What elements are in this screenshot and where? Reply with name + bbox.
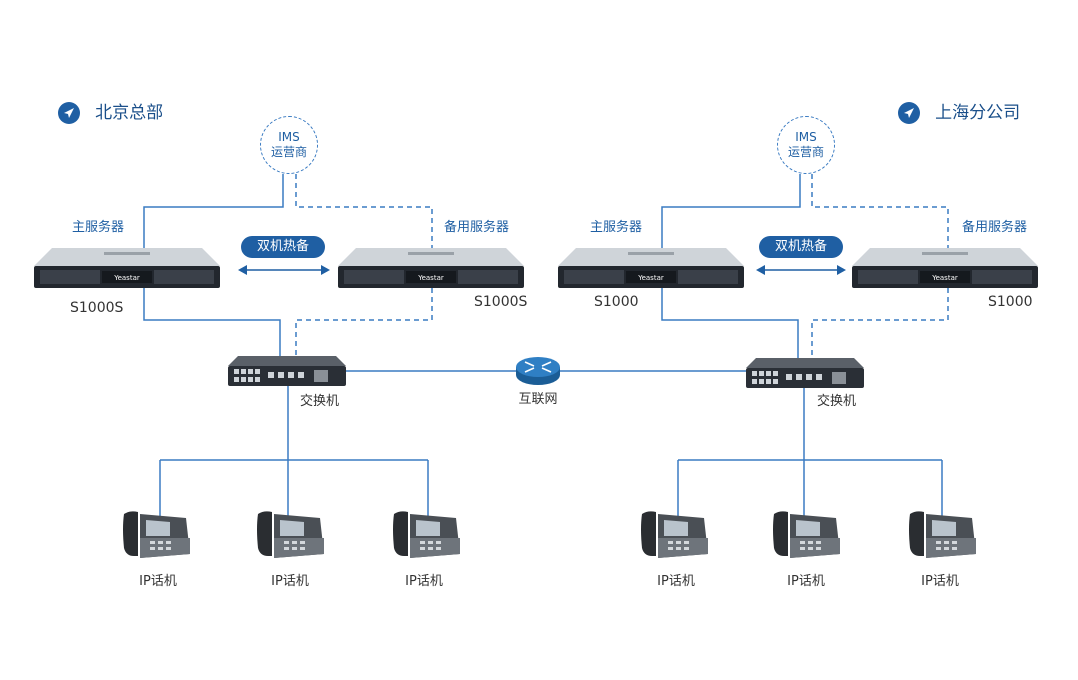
- ip-phone-label: IP话机: [405, 574, 443, 589]
- ip-phone-icon: [773, 511, 840, 558]
- hot-standby-badge: 双机热备: [241, 236, 325, 258]
- backup-switch-link: [811, 288, 949, 360]
- router-icon: [516, 357, 560, 385]
- ims-provider-node: IMS 运营商: [777, 116, 835, 174]
- network-switch: [746, 358, 864, 394]
- backup-ims-link: [811, 174, 949, 250]
- location-arrow-icon: [58, 102, 80, 124]
- ip-phone: [390, 508, 462, 564]
- internet-label: 互联网: [518, 392, 558, 407]
- backup-server-label: 备用服务器: [444, 220, 510, 235]
- ip-phone: [906, 508, 978, 564]
- rack-server-icon: Yeastar: [338, 248, 524, 288]
- server-brand: Yeastar: [637, 274, 664, 282]
- primary-server-model: S1000S: [70, 300, 124, 316]
- ip-phone-icon: [393, 511, 460, 558]
- site-header: 北京总部: [58, 102, 163, 124]
- ip-phone-label: IP话机: [657, 574, 695, 589]
- server-brand: Yeastar: [931, 274, 958, 282]
- switch-label: 交换机: [817, 394, 857, 409]
- primary-server-model: S1000: [594, 294, 639, 310]
- switch-icon: [746, 358, 864, 388]
- primary-server-label: 主服务器: [72, 220, 125, 235]
- backup-server-model: S1000S: [474, 294, 528, 310]
- ip-phone: [638, 508, 710, 564]
- ip-phone: [770, 508, 842, 564]
- backup-switch-link: [295, 288, 433, 358]
- ims-label: IMS: [278, 130, 300, 144]
- network-switch: [228, 356, 346, 392]
- switch-label: 交换机: [300, 394, 340, 409]
- primary-ims-link: [661, 174, 801, 270]
- ip-phone: [254, 508, 326, 564]
- site-title: 北京总部: [95, 103, 164, 123]
- ip-phone: [120, 508, 192, 564]
- backup-server-model: S1000: [988, 294, 1033, 310]
- primary-server-label: 主服务器: [590, 220, 643, 235]
- ims-sublabel: 运营商: [270, 145, 307, 159]
- ip-phone-label: IP话机: [139, 574, 177, 589]
- backup-server: Yeastar: [338, 248, 524, 292]
- primary-server: Yeastar: [34, 248, 220, 292]
- primary-ims-link: [143, 174, 284, 270]
- site-header: 上海分公司: [898, 102, 1020, 124]
- ip-phone-icon: [641, 511, 708, 558]
- backup-server: Yeastar: [852, 248, 1038, 292]
- primary-switch-link: [143, 288, 281, 358]
- server-brand: Yeastar: [113, 274, 140, 282]
- backup-ims-link: [295, 174, 433, 250]
- site-title: 上海分公司: [935, 103, 1021, 123]
- ip-phone-icon: [123, 511, 190, 558]
- rack-server-icon: Yeastar: [558, 248, 744, 288]
- backup-server-label: 备用服务器: [962, 220, 1028, 235]
- ip-phone-label: IP话机: [271, 574, 309, 589]
- ims-sublabel: 运营商: [787, 145, 824, 159]
- primary-switch-link: [661, 288, 799, 360]
- ip-phone-icon: [909, 511, 976, 558]
- rack-server-icon: Yeastar: [34, 248, 220, 288]
- server-brand: Yeastar: [417, 274, 444, 282]
- primary-server: Yeastar: [558, 248, 744, 292]
- hot-standby-badge: 双机热备: [759, 236, 843, 258]
- ip-phone-label: IP话机: [921, 574, 959, 589]
- rack-server-icon: Yeastar: [852, 248, 1038, 288]
- ims-label: IMS: [795, 130, 817, 144]
- location-arrow-icon: [898, 102, 920, 124]
- ip-phone-label: IP话机: [787, 574, 825, 589]
- ims-provider-node: IMS 运营商: [260, 116, 318, 174]
- ip-phone-icon: [257, 511, 324, 558]
- switch-icon: [228, 356, 346, 386]
